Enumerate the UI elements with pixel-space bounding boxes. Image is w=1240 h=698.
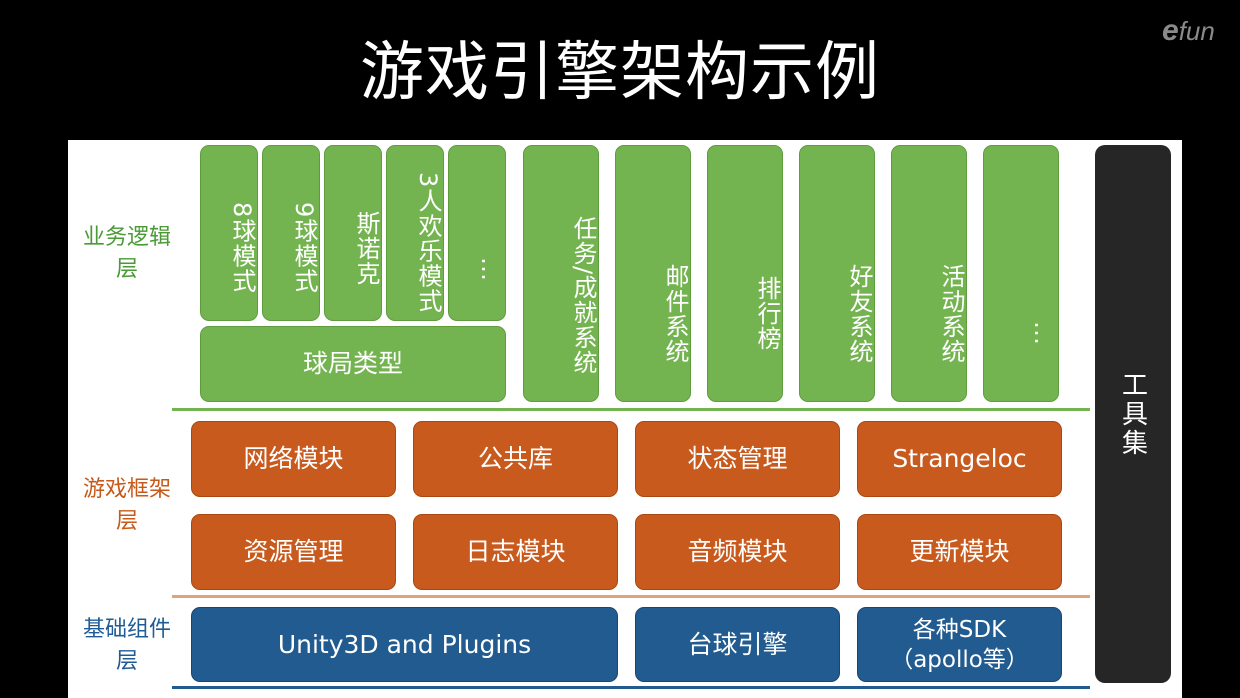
efun-logo: efun	[1162, 14, 1234, 47]
system-ranking: 排行榜	[707, 145, 783, 402]
system-more: …	[983, 145, 1059, 402]
mode-more: …	[448, 145, 506, 321]
fw-network: 网络模块	[191, 421, 396, 497]
separator-business	[172, 408, 1090, 411]
mode-snooker: 斯诺克	[324, 145, 382, 321]
layer-label-business: 业务逻辑层	[82, 225, 171, 282]
base-unity: Unity3D and Plugins	[191, 607, 618, 682]
system-task-achievement: 任务/成就系统	[523, 145, 599, 402]
mode-3player: 3人欢乐模式	[386, 145, 444, 321]
base-sdk: 各种SDK （apollo等）	[857, 607, 1062, 682]
separator-base	[172, 686, 1090, 689]
separator-framework	[172, 595, 1090, 598]
page-title: 游戏引擎架构示例	[360, 36, 880, 110]
fw-common-lib: 公共库	[413, 421, 618, 497]
mode-8ball: 8球模式	[200, 145, 258, 321]
architecture-diagram: 业务逻辑层 游戏框架层 基础组件层 8球模式 9球模式 斯诺克 3人欢乐模式 ……	[68, 140, 1182, 698]
tools-column: 工具集	[1095, 145, 1171, 683]
fw-log: 日志模块	[413, 514, 618, 590]
logo-text: fun	[1178, 16, 1215, 46]
layer-label-base: 基础组件层	[82, 617, 171, 674]
sdk-line2: （apollo等）	[890, 646, 1029, 673]
base-billiard-engine: 台球引擎	[635, 607, 840, 682]
game-type-box: 球局类型	[200, 326, 506, 402]
fw-strangeloc: Strangeloc	[857, 421, 1062, 497]
system-mail: 邮件系统	[615, 145, 691, 402]
mode-9ball: 9球模式	[262, 145, 320, 321]
sdk-line1: 各种SDK	[912, 616, 1007, 643]
fw-resource-mgmt: 资源管理	[191, 514, 396, 590]
fw-update: 更新模块	[857, 514, 1062, 590]
system-friends: 好友系统	[799, 145, 875, 402]
logo-e: e	[1162, 14, 1179, 47]
system-events: 活动系统	[891, 145, 967, 402]
layer-label-framework: 游戏框架层	[82, 477, 171, 534]
fw-audio: 音频模块	[635, 514, 840, 590]
fw-state-mgmt: 状态管理	[635, 421, 840, 497]
